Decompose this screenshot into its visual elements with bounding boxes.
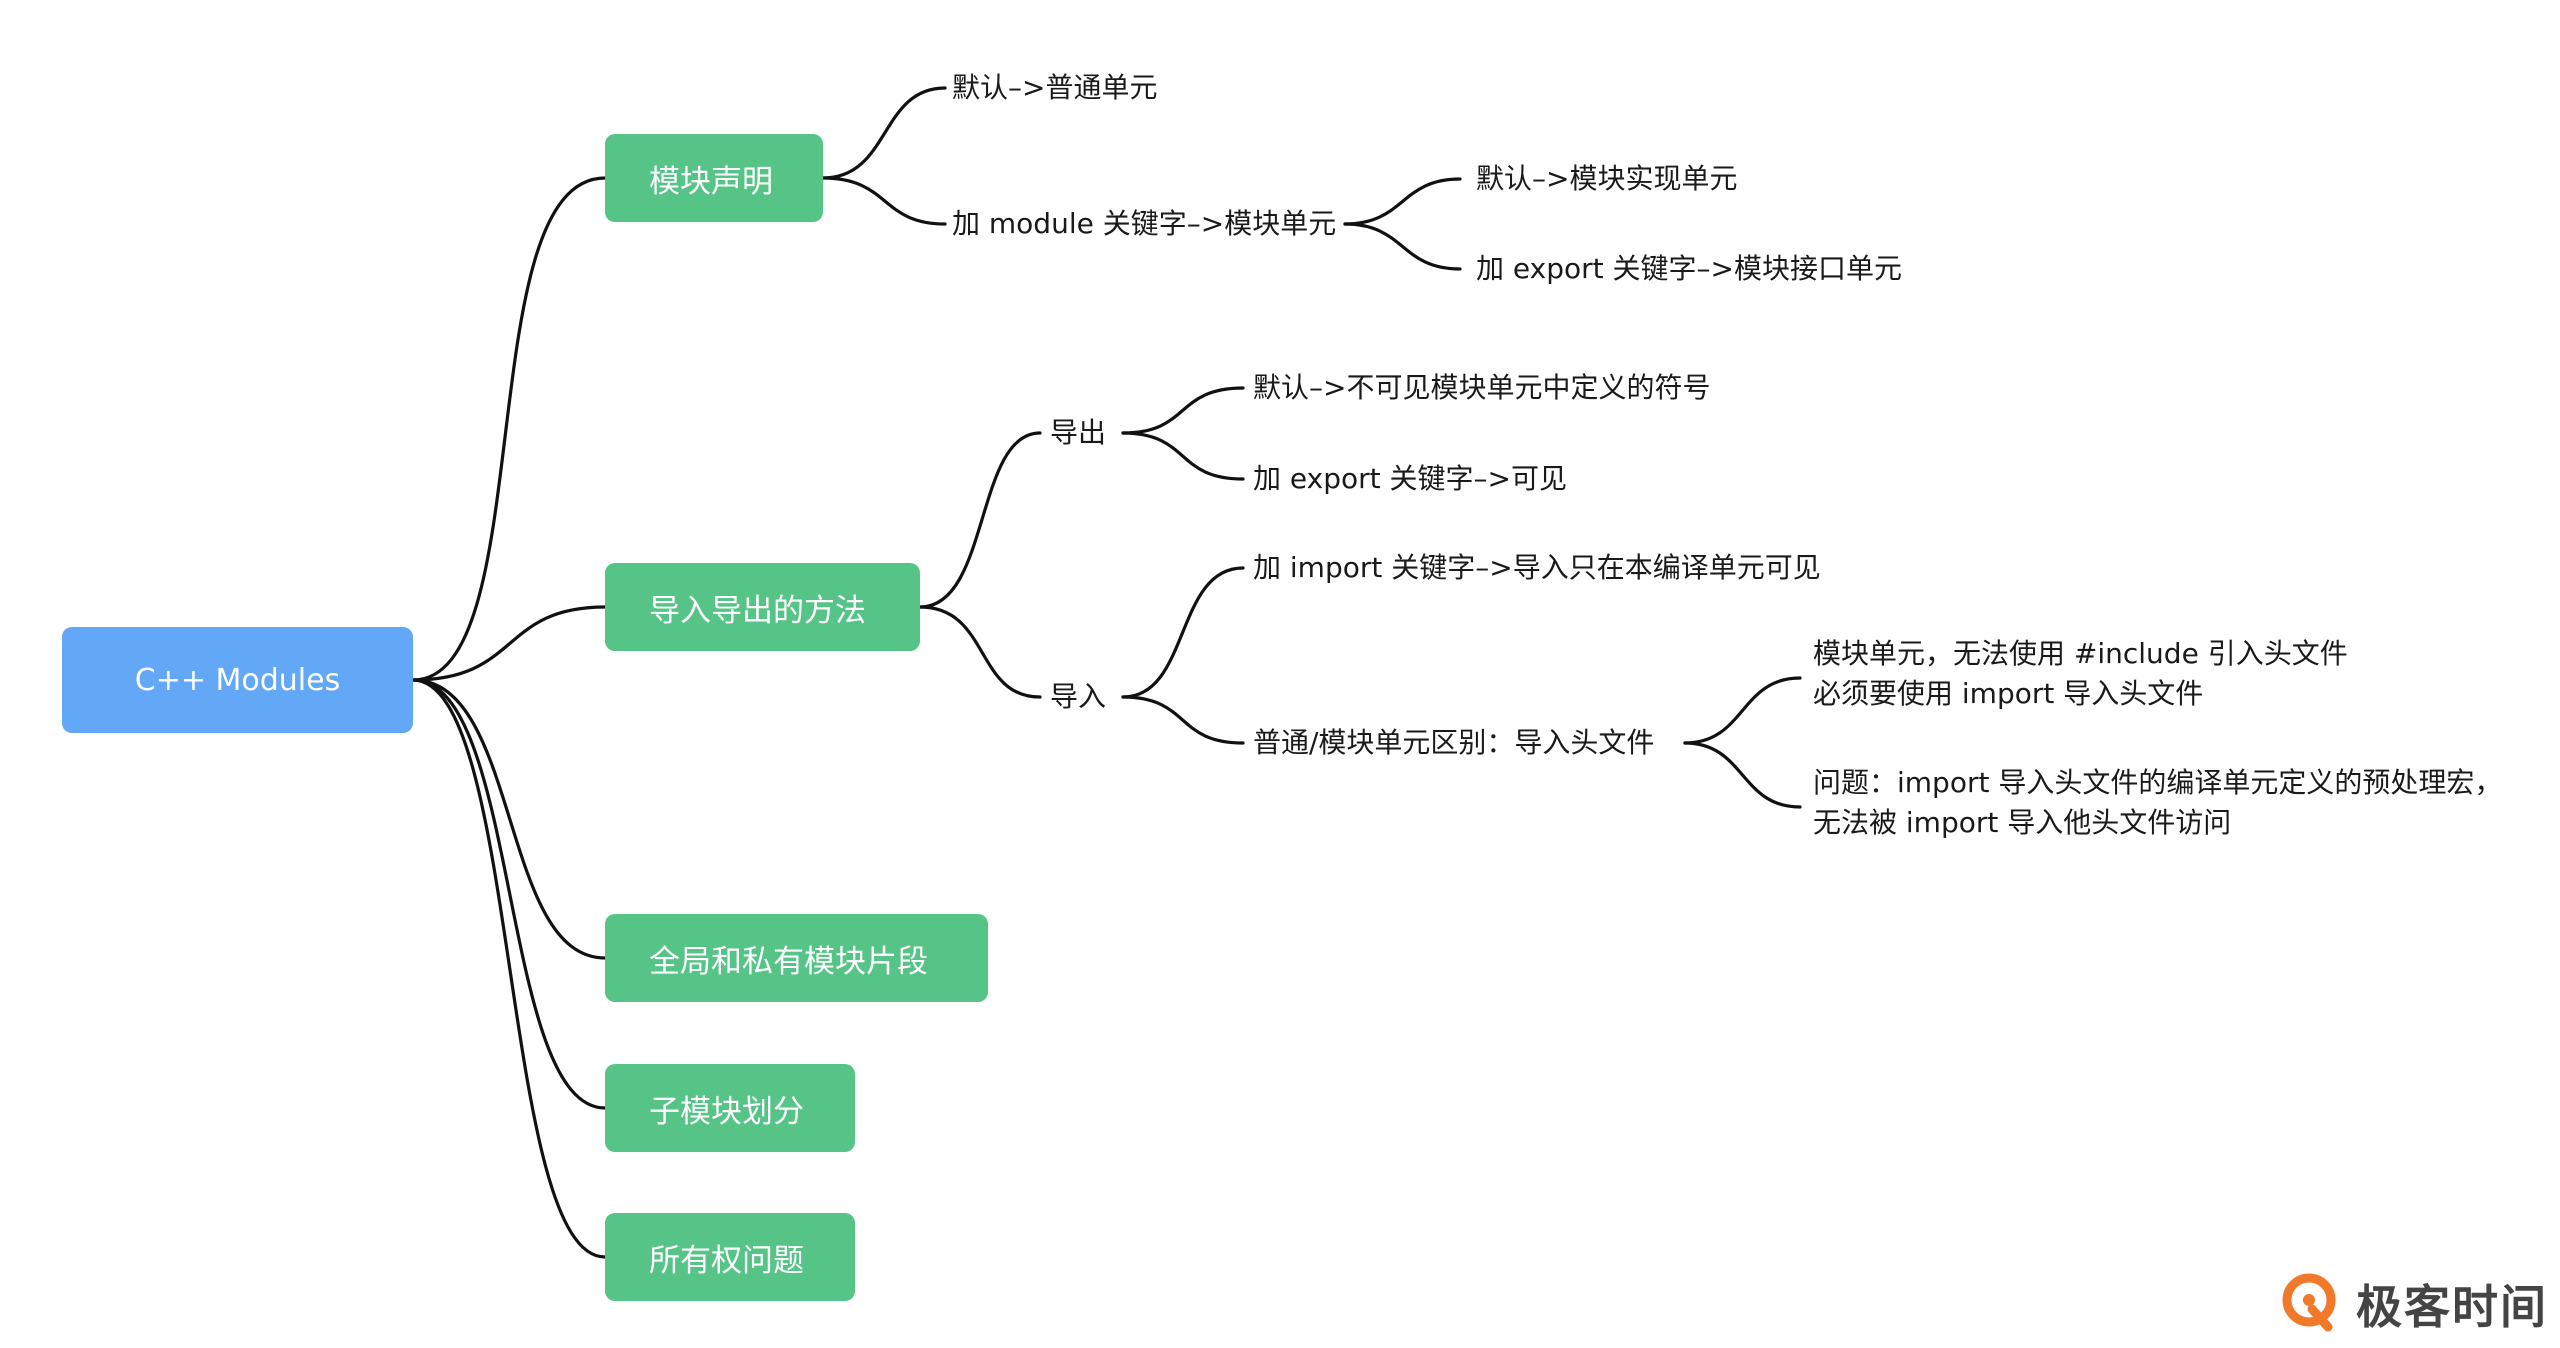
edge-root-sub [411,678,607,1110]
node-line: 问题：import 导入头文件的编译单元定义的预处理宏， [1813,766,2503,799]
node-export-default[interactable]: 默认–>不可见模块单元中定义的符号 [1253,371,1711,404]
node-problem-macros[interactable]: 问题：import 导入头文件的编译单元定义的预处理宏， 无法被 import … [1813,763,2502,843]
root-node[interactable]: C++ Modules [62,627,413,733]
branch-import-export-methods[interactable]: 导入导出的方法 [605,563,920,651]
node-line: 无法被 import 导入他头文件访问 [1813,806,2232,839]
geektime-watermark: 极客时间 [2282,1268,2552,1340]
edge-decl-default [821,86,947,180]
node-module-keyword[interactable]: 加 module 关键字–>模块单元 [952,207,1337,240]
geektime-logo-icon [2282,1273,2336,1332]
edge-export-kw [1121,431,1245,481]
node-decl-default[interactable]: 默认–>普通单元 [952,71,1158,104]
edge-root-frag [411,678,607,960]
edge-module-kw-export [1343,222,1462,271]
edge-root-io [411,605,607,682]
edge-import-diff [1121,695,1245,745]
branch-module-declaration[interactable]: 模块声明 [605,134,823,222]
branch-global-private-fragments[interactable]: 全局和私有模块片段 [605,914,988,1002]
branch-submodule-partition[interactable]: 子模块划分 [605,1064,855,1152]
branch-label: 子模块划分 [649,1093,804,1130]
edge-io-import [918,605,1042,699]
edge-diff-module-unit [1683,676,1802,745]
node-module-impl-unit[interactable]: 默认–>模块实现单元 [1476,162,1738,195]
edge-root-own [411,678,607,1259]
branch-label: 全局和私有模块片段 [649,943,928,980]
node-import-keyword[interactable]: 加 import 关键字–>导入只在本编译单元可见 [1253,551,1821,584]
edge-import-kw [1121,566,1245,699]
edge-diff-problem [1683,741,1802,809]
watermark-text: 极客时间 [2356,1280,2548,1334]
node-line: 必须要使用 import 导入头文件 [1813,677,2204,710]
node-line: 模块单元，无法使用 #include 引入头文件 [1813,637,2348,670]
edge-module-kw-default [1343,177,1462,226]
node-module-unit-include[interactable]: 模块单元，无法使用 #include 引入头文件 必须要使用 import 导入… [1813,634,2348,714]
edge-export-default [1121,386,1245,435]
edge-root-decl [411,176,607,682]
branch-label: 导入导出的方法 [649,592,866,629]
node-export-keyword[interactable]: 加 export 关键字–>可见 [1253,462,1567,495]
branch-label: 所有权问题 [649,1242,804,1279]
branch-ownership-issue[interactable]: 所有权问题 [605,1213,855,1301]
edge-io-export [918,431,1042,609]
root-label: C++ Modules [134,662,341,698]
branch-label: 模块声明 [649,163,773,200]
node-import[interactable]: 导入 [1050,680,1107,713]
node-export[interactable]: 导出 [1050,416,1107,449]
node-module-interface-unit[interactable]: 加 export 关键字–>模块接口单元 [1476,252,1902,285]
node-import-difference[interactable]: 普通/模块单元区别：导入头文件 [1253,726,1655,759]
edge-decl-module-kw [821,176,947,226]
